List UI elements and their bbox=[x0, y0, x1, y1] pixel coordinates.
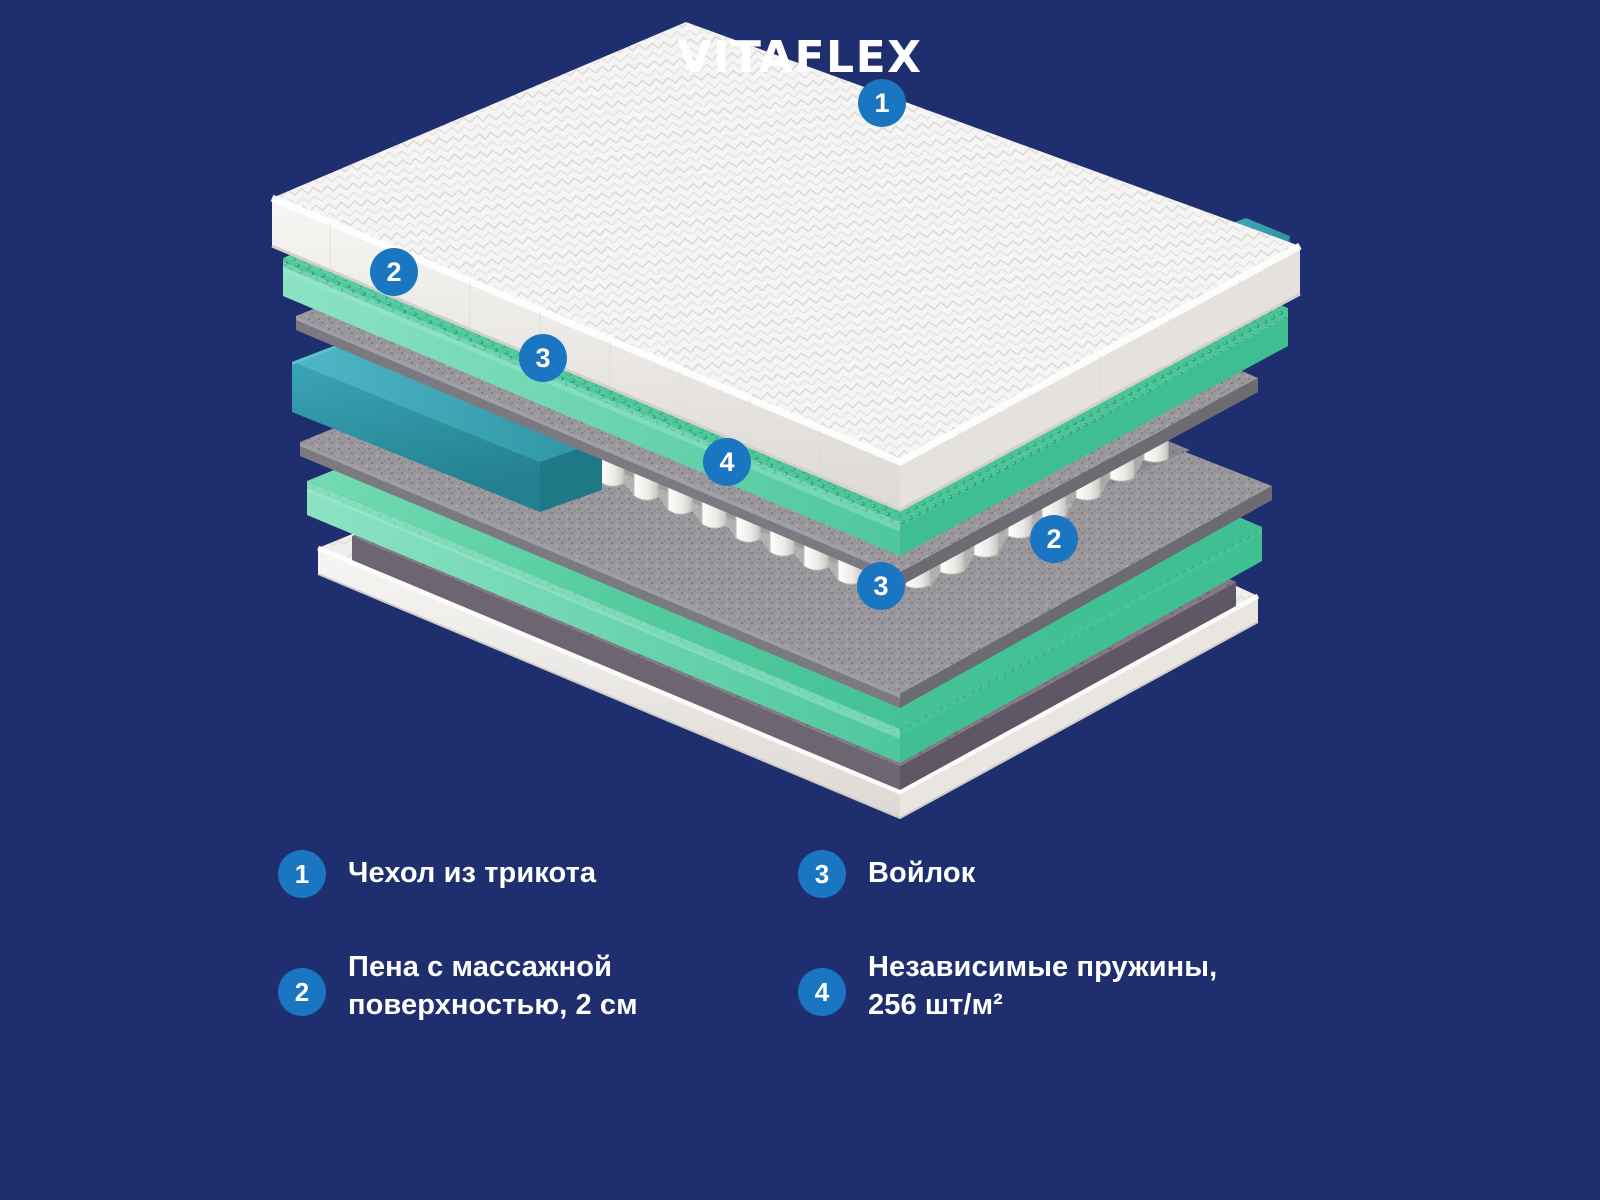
diagram-badge-lower-felt[interactable]: 3 bbox=[857, 562, 905, 610]
diagram-badge-top-cover[interactable]: 1 bbox=[858, 79, 906, 127]
legend-label-1: Чехол из трикота bbox=[348, 857, 597, 889]
layer-legend: 1 Чехол из трикота 3 Войлок 2 Пена с мас… bbox=[278, 848, 1378, 1025]
mattress-exploded-diagram bbox=[270, 22, 1302, 820]
diagram-badge-springs[interactable]: 4 bbox=[703, 438, 751, 486]
diagram-badge-upper-foam[interactable]: 2 bbox=[370, 248, 418, 296]
legend-item-4[interactable]: 4 Независимые пружины, 256 шт/м² bbox=[798, 942, 1318, 1025]
legend-item-1[interactable]: 1 Чехол из трикота bbox=[278, 848, 798, 898]
legend-badge-2: 2 bbox=[278, 968, 326, 1016]
legend-badge-1: 1 bbox=[278, 850, 326, 898]
diagram-badge-upper-felt[interactable]: 3 bbox=[519, 334, 567, 382]
legend-label-3: Войлок bbox=[868, 857, 976, 889]
legend-badge-3: 3 bbox=[798, 850, 846, 898]
legend-item-3[interactable]: 3 Войлок bbox=[798, 848, 1318, 898]
legend-label-2: Пена с массажной поверхностью, 2 см bbox=[348, 951, 638, 1022]
legend-label-4: Независимые пружины, 256 шт/м² bbox=[868, 951, 1218, 1022]
legend-badge-4: 4 bbox=[798, 968, 846, 1016]
diagram-badge-lower-foam[interactable]: 2 bbox=[1030, 515, 1078, 563]
legend-item-2[interactable]: 2 Пена с массажной поверхностью, 2 см bbox=[278, 942, 798, 1025]
layer-top-cover bbox=[270, 22, 1302, 512]
